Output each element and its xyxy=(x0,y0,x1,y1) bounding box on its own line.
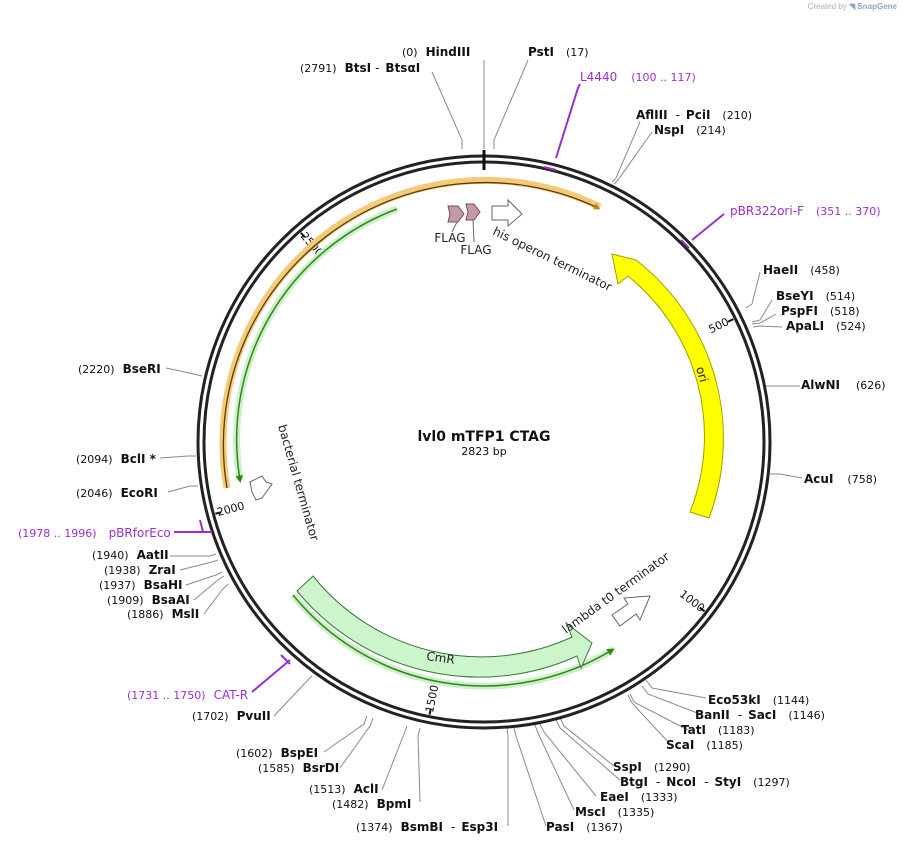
tick-label: 1500 xyxy=(423,684,441,714)
site-scai[interactable]: ScaI(1185) xyxy=(666,738,743,752)
credit-brand: SnapGene xyxy=(857,2,897,11)
primer-labels: L4440(100 .. 117) pBR322ori-F(351 .. 370… xyxy=(18,70,881,702)
primer-pbrforeco[interactable]: (1978 .. 1996)pBRforEco xyxy=(18,526,171,540)
bacterial-terminator-label: bacterial terminator xyxy=(275,423,322,542)
site-bspei[interactable]: (1602)BspEI xyxy=(236,746,318,760)
tick-mark xyxy=(428,708,432,715)
site-msci[interactable]: MscI(1335) xyxy=(575,805,654,819)
primer-l4440[interactable]: L4440(100 .. 117) xyxy=(580,70,696,84)
tick-mark xyxy=(300,232,306,238)
site-bsahi[interactable]: (1937)BsaHI xyxy=(99,578,182,592)
site-btsi[interactable]: (2791)BtsI-BtsαI xyxy=(300,61,420,75)
site-bsmbi[interactable]: (1374)BsmBI-Esp3I xyxy=(356,820,498,834)
flag-leader-2 xyxy=(472,219,475,243)
site-pasi[interactable]: PasI(1367) xyxy=(546,820,623,834)
lambda-terminator-arrow[interactable] xyxy=(611,595,651,627)
site-pvuii[interactable]: (1702)PvuII xyxy=(192,709,271,723)
site-bsaai[interactable]: (1909)BsaAI xyxy=(107,593,190,607)
tick-mark xyxy=(727,318,734,323)
site-msli[interactable]: (1886)MslI xyxy=(127,607,199,621)
site-bseri[interactable]: (2220)BseRI xyxy=(78,362,161,376)
site-acli[interactable]: (1513)AclI xyxy=(309,782,379,796)
green-track-bottom-strand xyxy=(292,594,615,687)
site-apali[interactable]: ApaLI(524) xyxy=(786,319,866,333)
site-pspfi[interactable]: PspFI(518) xyxy=(781,304,860,318)
site-afliii[interactable]: AflIII-PciI(210) xyxy=(636,108,752,122)
site-labels: (0)HindIII PstI(17) (2791)BtsI-BtsαI Afl… xyxy=(76,45,886,834)
tick-label: 500 xyxy=(706,315,731,336)
flag-label-1: FLAG xyxy=(434,231,465,245)
site-bpmi[interactable]: (1482)BpmI xyxy=(332,797,411,811)
snapgene-credit: Created by ◥ SnapGene xyxy=(808,2,897,11)
plasmid-length: 2823 bp xyxy=(461,445,506,458)
tick-mark xyxy=(699,606,706,613)
site-eaei[interactable]: EaeI(1333) xyxy=(600,790,677,804)
credit-prefix: Created by xyxy=(807,2,847,11)
flag-arrow-2[interactable] xyxy=(465,203,481,221)
orange-track-strand xyxy=(222,181,601,489)
his-terminator-label: his operon terminator xyxy=(491,224,615,294)
bacterial-terminator-arrow[interactable] xyxy=(249,475,273,501)
site-zrai[interactable]: (1938)ZraI xyxy=(104,563,176,577)
primer-marks xyxy=(174,83,725,693)
cmr-label: CmR xyxy=(426,649,456,667)
green-track-left-strand xyxy=(235,208,398,483)
snapgene-logo: ◥ SnapGene xyxy=(849,2,897,11)
flag-arrow-1[interactable] xyxy=(447,205,465,223)
tick-mark xyxy=(215,511,222,515)
site-nspi[interactable]: NspI(214) xyxy=(654,123,726,137)
flag-leader-1 xyxy=(451,221,458,233)
site-bseyi[interactable]: BseYI(514) xyxy=(776,289,855,303)
site-haeii[interactable]: HaeII(458) xyxy=(763,263,840,277)
site-bcli[interactable]: (2094)BclI * xyxy=(76,452,157,466)
site-banii[interactable]: BanII-SacI(1146) xyxy=(695,708,825,722)
cmr-feature[interactable] xyxy=(296,575,593,678)
lambda-terminator-label: lambda t0 terminator xyxy=(560,549,672,636)
site-tati[interactable]: TatI(1183) xyxy=(681,723,755,737)
his-terminator-arrow[interactable] xyxy=(491,198,523,228)
ori-feature[interactable] xyxy=(611,253,724,519)
primer-cat-r[interactable]: (1731 .. 1750)CAT-R xyxy=(127,688,248,702)
site-bsrdi[interactable]: (1585)BsrDI xyxy=(258,761,339,775)
tick-label: 2000 xyxy=(216,499,246,519)
site-psti[interactable]: PstI(17) xyxy=(528,45,589,59)
site-aatii[interactable]: (1940)AatII xyxy=(92,548,169,562)
site-leader-lines xyxy=(159,59,803,827)
site-sspi[interactable]: SspI(1290) xyxy=(613,760,690,774)
plasmid-name: lvl0 mTFP1 CTAG xyxy=(418,429,551,445)
site-acui[interactable]: AcuI(758) xyxy=(804,472,877,486)
flag-label-2: FLAG xyxy=(460,243,491,257)
site-eco53ki[interactable]: Eco53kI(1144) xyxy=(708,693,809,707)
site-ecori[interactable]: (2046)EcoRI xyxy=(76,486,158,500)
ori-label: ori xyxy=(693,365,711,384)
primer-pbr322ori-f[interactable]: pBR322ori-F(351 .. 370) xyxy=(730,204,881,218)
site-btgi[interactable]: BtgI-NcoI-StyI(1297) xyxy=(620,775,790,789)
site-alwni[interactable]: AlwNI(626) xyxy=(801,378,886,392)
site-hindiii[interactable]: (0)HindIII xyxy=(402,45,470,59)
